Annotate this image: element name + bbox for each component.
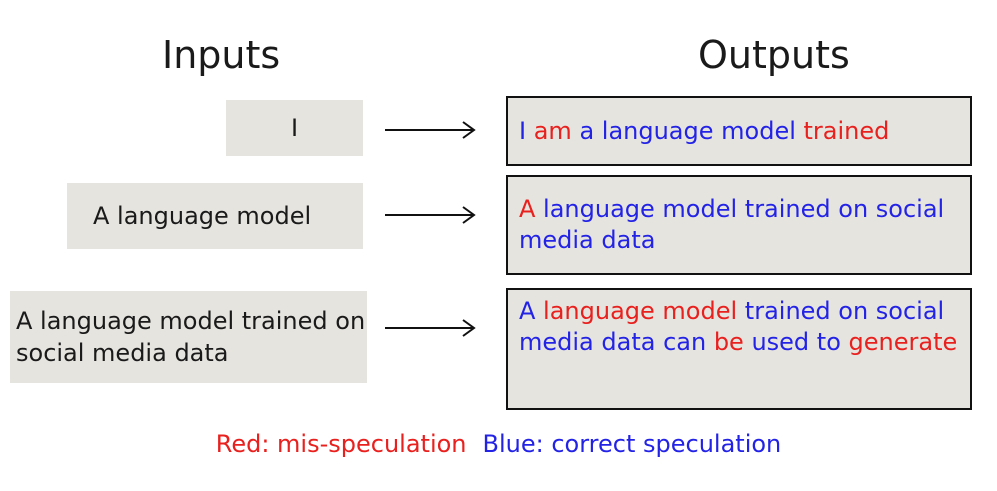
input-box-1: I [226,100,363,156]
outputs-heading: Outputs [698,33,850,77]
inputs-heading: Inputs [162,33,281,77]
input-text-3: A language model trained on social media… [16,307,366,367]
output-token: A [519,297,544,325]
output-token: be [713,328,744,356]
output-token: language model [543,297,738,325]
output-token: language model trained on social media d… [519,195,945,254]
output-box-3: A language model trained on social media… [506,288,972,410]
output-token [526,117,534,145]
output-token: a language model [571,117,804,145]
input-text-1: I [290,114,299,142]
legend: Red: mis-speculation Blue: correct specul… [0,428,997,460]
output-token: used to [743,328,849,356]
input-box-3: A language model trained on social media… [10,291,367,383]
output-token: am [533,117,572,145]
output-token: trained on social media data can [519,297,945,356]
output-box-2: A language model trained on social media… [506,175,972,275]
output-token: A [519,195,536,223]
output-token: trained [803,117,890,145]
input-text-2: A language model [93,202,312,230]
output-token: I [519,117,527,145]
output-token: generate [848,328,958,356]
legend-correct-speculation: Blue: correct speculation [482,430,782,458]
right-arrow-icon [385,206,476,224]
output-box-1: I am a language model trained [506,96,972,166]
right-arrow-icon [385,319,476,337]
legend-mis-speculation: Red: mis-speculation [215,430,467,458]
input-box-2: A language model [67,183,363,249]
right-arrow-icon [385,121,476,139]
